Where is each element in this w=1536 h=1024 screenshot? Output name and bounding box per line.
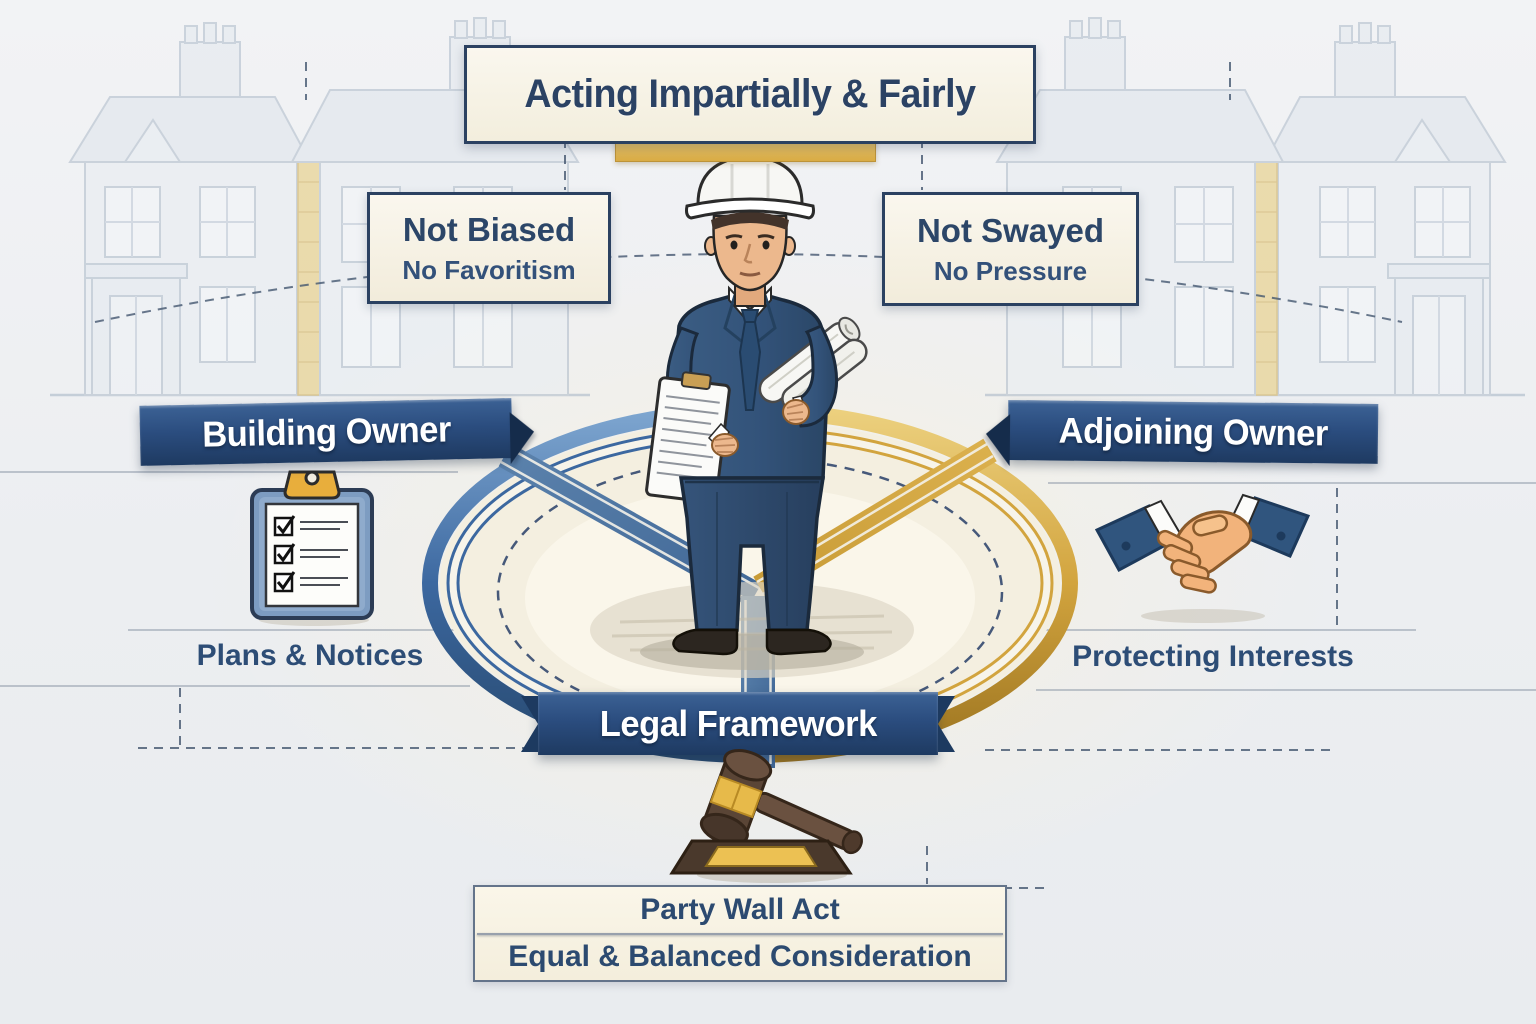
not-swayed-heading: Not Swayed [916, 211, 1105, 249]
not-biased-subheading: No Favoritism [402, 254, 576, 285]
clipboard-checklist-icon [242, 468, 382, 628]
row-divider [477, 932, 1003, 935]
equal-balanced-row: Equal & Balanced Consideration [475, 935, 1005, 981]
party-wall-act-label: Party Wall Act [640, 892, 840, 926]
building-owner-label: Building Owner [201, 408, 451, 455]
adjoining-owner-ribbon: Adjoining Owner [1007, 400, 1379, 464]
plans-notices-caption: Plans & Notices [140, 630, 480, 682]
building-owner-ribbon: Building Owner [139, 398, 513, 466]
legal-summary-box: Party Wall Act Equal & Balanced Consider… [473, 885, 1007, 982]
protecting-interests-caption: Protecting Interests [1040, 630, 1386, 684]
plans-notices-label: Plans & Notices [196, 639, 424, 672]
adjoining-owner-label: Adjoining Owner [1058, 409, 1328, 454]
surveyor-figure [595, 140, 905, 685]
title-box: Acting Impartially & Fairly [464, 45, 1036, 144]
not-biased-heading: Not Biased [402, 210, 576, 248]
not-swayed-subheading: No Pressure [933, 255, 1088, 286]
protecting-interests-label: Protecting Interests [1072, 640, 1354, 673]
not-biased-box: Not Biased No Favoritism [367, 192, 611, 304]
equal-balanced-label: Equal & Balanced Consideration [508, 940, 972, 974]
gavel-icon [660, 745, 875, 885]
legal-framework-label: Legal Framework [599, 702, 877, 744]
page-title: Acting Impartially & Fairly [524, 72, 976, 116]
party-wall-act-row: Party Wall Act [475, 887, 1005, 933]
legal-framework-ribbon: Legal Framework [521, 692, 955, 755]
not-swayed-box: Not Swayed No Pressure [882, 192, 1139, 306]
handshake-icon [1095, 478, 1310, 628]
